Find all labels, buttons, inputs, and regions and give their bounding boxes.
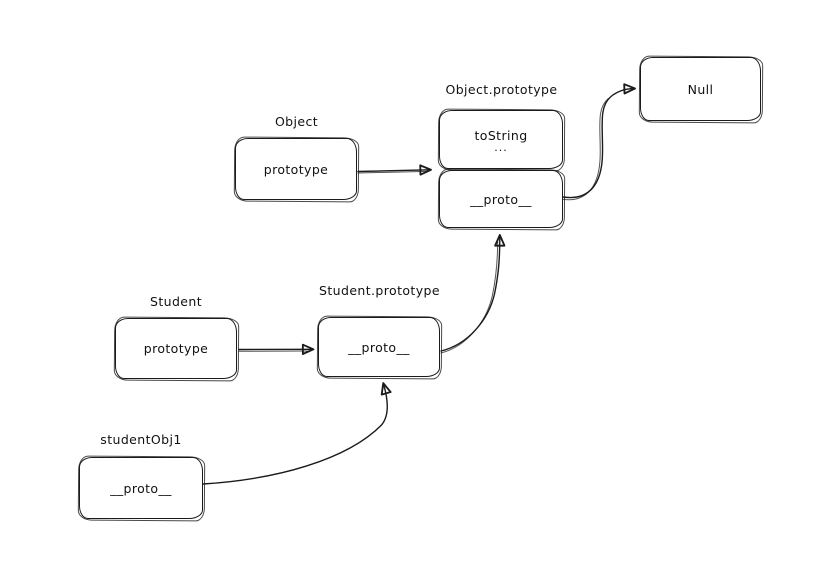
student-prototype-box: __proto__ <box>318 317 440 377</box>
null-box: Null <box>640 57 761 121</box>
student-obj1-label: studentObj1 <box>100 432 182 447</box>
student-obj1-proto-field: __proto__ <box>110 480 172 496</box>
object-prototype-methods-box: toString ... <box>439 110 563 169</box>
arrow-studentproto-to-objprototype <box>440 234 506 352</box>
arrow-objproto-to-null-sketch <box>562 97 609 201</box>
object-prototype-field: prototype <box>263 161 329 177</box>
student-obj1-box: __proto__ <box>79 457 203 519</box>
more-methods-ellipsis: ... <box>494 140 508 154</box>
object-prototype-label: Object.prototype <box>445 82 558 97</box>
student-box: prototype <box>115 318 237 379</box>
tostring-method: toString <box>474 127 528 143</box>
object-prototype-proto-field: __proto__ <box>470 191 532 207</box>
null-label: Null <box>687 81 714 97</box>
arrow-studentobj-to-studentprototype <box>202 382 392 485</box>
arrow-studentproto-to-objprototype-sketch <box>440 240 499 354</box>
object-box: prototype <box>235 138 357 200</box>
student-prototype-field: prototype <box>143 341 209 356</box>
arrow-object-to-object-prototype-sketch <box>357 170 427 174</box>
student-prototype-label: Student.prototype <box>319 283 440 298</box>
student-prototype-proto-field: __proto__ <box>348 339 410 355</box>
object-prototype-proto-box: __proto__ <box>439 170 563 228</box>
student-label: Student <box>149 294 202 309</box>
arrow-objproto-to-null <box>562 83 636 199</box>
arrow-object-to-object-prototype <box>357 164 432 176</box>
object-label: Object <box>274 114 319 129</box>
